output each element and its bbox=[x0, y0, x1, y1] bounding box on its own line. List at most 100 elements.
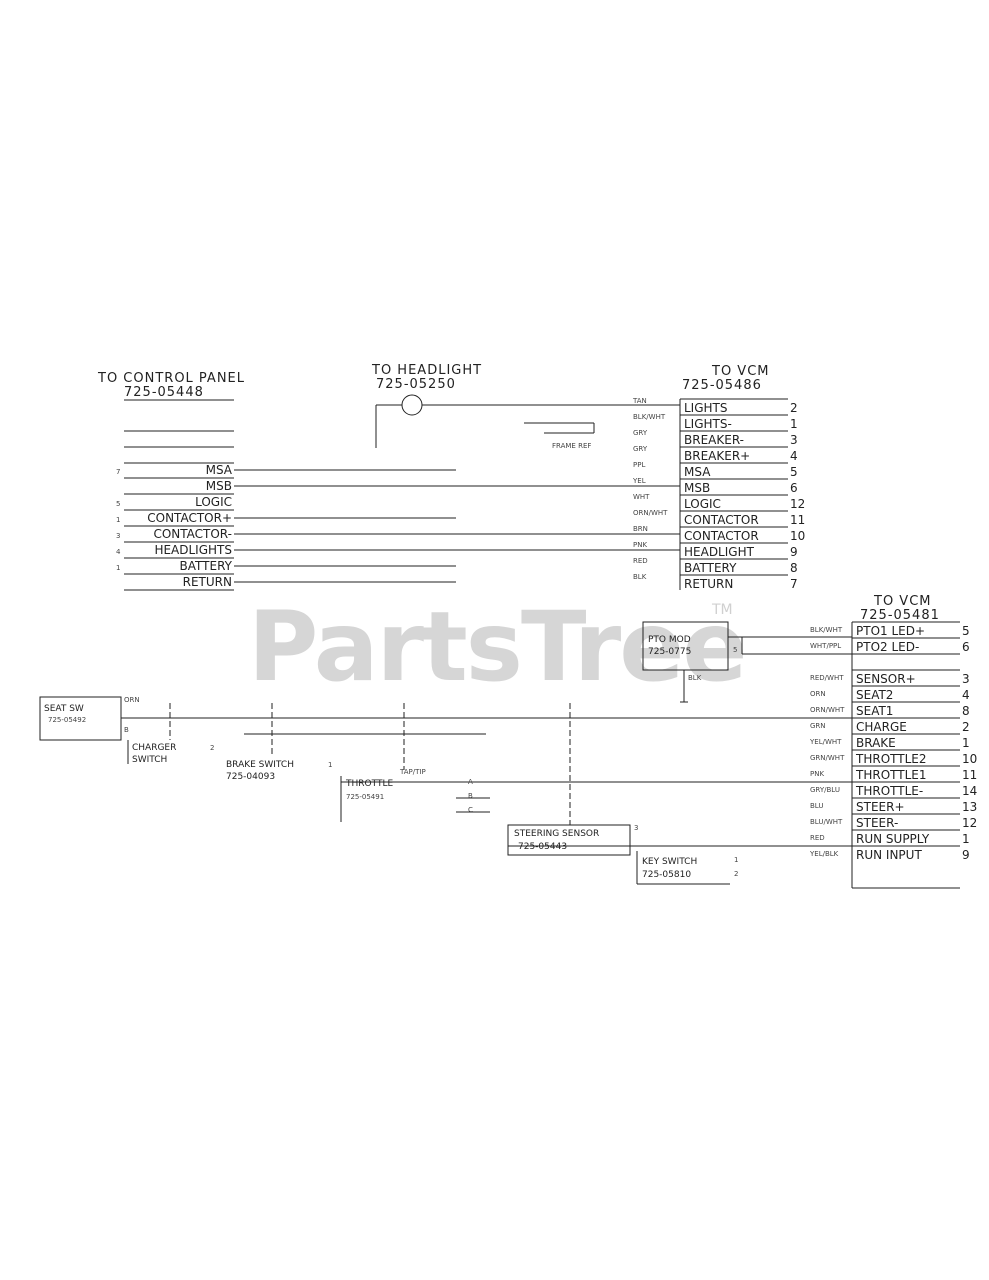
vcm-top-pin-label: MSA bbox=[684, 465, 711, 479]
vcm-top-pin-number: 12 bbox=[790, 497, 805, 511]
key-pin-2: 2 bbox=[734, 870, 738, 878]
throttle-wire-a: A bbox=[468, 778, 473, 786]
control-panel-signal: HEADLIGHTS bbox=[154, 543, 232, 557]
vcm-bottom-pin-number: 3 bbox=[962, 672, 970, 686]
vcm-top-pin-number: 1 bbox=[790, 417, 798, 431]
vcm-top-pin-number: 4 bbox=[790, 449, 798, 463]
vcm-top-pin-number: 2 bbox=[790, 401, 798, 415]
fuse-label: FRAME REF bbox=[552, 442, 591, 450]
vcm-top-wire-color: TAN bbox=[632, 397, 647, 405]
control-panel-pin: 5 bbox=[116, 500, 120, 508]
vcm-bottom-pin-number: 1 bbox=[962, 832, 970, 846]
vcm-bottom-wire-color: BLU bbox=[810, 802, 823, 810]
vcm-top-wire-color: GRY bbox=[633, 445, 648, 453]
vcm-bottom-wire-color: YEL/WHT bbox=[809, 738, 842, 746]
vcm-top-pin-number: 10 bbox=[790, 529, 805, 543]
vcm-top-pin-number: 8 bbox=[790, 561, 798, 575]
vcm-bottom-pin-label: STEER- bbox=[856, 816, 898, 830]
control-panel-pin: 4 bbox=[116, 548, 121, 556]
vcm-top-wire-color: PNK bbox=[633, 541, 647, 549]
vcm-bottom-pin-number: 14 bbox=[962, 784, 977, 798]
vcm-bottom-wire-color: PNK bbox=[810, 770, 824, 778]
headlight-lamp bbox=[401, 394, 423, 416]
tap-lines bbox=[169, 703, 571, 825]
vcm-top-wire-color: BLK bbox=[633, 573, 647, 581]
vcm-bottom-pin-label: SEAT2 bbox=[856, 688, 893, 702]
vcm-top-wire-color: GRY bbox=[633, 429, 648, 437]
throttle-tap: TAP/TIP bbox=[399, 768, 426, 776]
vcm-bottom-pin-label: THROTTLE2 bbox=[855, 752, 927, 766]
steering-sensor: STEERING SENSOR 725-05443 3 bbox=[507, 824, 638, 856]
control-panel-signal: MSB bbox=[206, 479, 232, 493]
control-panel-signal: CONTACTOR+ bbox=[147, 511, 232, 525]
vcm-bottom-wire-color: GRN bbox=[810, 722, 826, 730]
vcm-bottom-pin-number: 2 bbox=[962, 720, 970, 734]
watermark-tm: TM bbox=[711, 602, 733, 618]
vcm-bottom-wire-color: ORN/WHT bbox=[810, 706, 845, 714]
throttle-part: 725-05491 bbox=[346, 793, 384, 801]
steer-title: STEERING SENSOR bbox=[514, 829, 599, 839]
vcm-bottom-wire-color: RED bbox=[810, 834, 825, 842]
vcm-bottom-pin-label: THROTTLE- bbox=[855, 784, 923, 798]
vcm-bottom-pin-number: 8 bbox=[962, 704, 970, 718]
vcm-bottom-pin-label: PTO2 LED- bbox=[856, 640, 919, 654]
control-panel-title: TO CONTROL PANEL bbox=[97, 371, 245, 386]
vcm-top-pin-label: LOGIC bbox=[684, 497, 721, 511]
vcm-top-pin-number: 9 bbox=[790, 545, 798, 559]
vcm-top-pin-label: MSB bbox=[684, 481, 710, 495]
vcm-bottom-wire-color: ORN bbox=[810, 690, 826, 698]
control-panel-signal: LOGIC bbox=[195, 495, 232, 509]
vcm-bottom-pin-label: BRAKE bbox=[856, 736, 896, 750]
vcm-bottom-pin-label: RUN INPUT bbox=[856, 848, 922, 862]
key-part: 725-05810 bbox=[642, 870, 691, 880]
vcm-bottom-title: TO VCM bbox=[873, 594, 932, 609]
key-switch: KEY SWITCH 725-05810 1 2 bbox=[636, 851, 738, 885]
vcm-bottom-pin-label: SEAT1 bbox=[856, 704, 893, 718]
charger-pin: 2 bbox=[210, 744, 214, 752]
control-panel-rows: MSA7MSBLOGIC5CONTACTOR+1CONTACTOR-3HEADL… bbox=[116, 463, 234, 591]
vcm-bottom-wire-color: WHT/PPL bbox=[810, 642, 841, 650]
vcm-top-pin-label: BREAKER+ bbox=[684, 449, 750, 463]
vcm-bottom-pin-number: 4 bbox=[962, 688, 970, 702]
charger-title: CHARGER bbox=[132, 743, 176, 753]
vcm-bottom-pin-label: PTO1 LED+ bbox=[856, 624, 925, 638]
vcm-top-wire-color: BRN bbox=[633, 525, 648, 533]
vcm-top-wire-color: BLK/WHT bbox=[633, 413, 666, 421]
control-panel-connector: TO CONTROL PANEL 725-05448 MSA7MSBLOGIC5… bbox=[97, 371, 245, 591]
vcm-bottom-pin-number: 9 bbox=[962, 848, 970, 862]
charger-switch: CHARGER SWITCH 2 bbox=[127, 740, 214, 765]
vcm-top-pin-number: 7 bbox=[790, 577, 798, 591]
vcm-bottom-part: 725-05481 bbox=[860, 608, 940, 623]
seat-wire-1: ORN bbox=[124, 696, 140, 704]
pto-title: PTO MOD bbox=[648, 635, 691, 645]
brake-part: 725-04093 bbox=[226, 772, 275, 782]
vcm-top-pin-number: 5 bbox=[790, 465, 798, 479]
vcm-bottom-wire-color: RED/WHT bbox=[810, 674, 844, 682]
vcm-top-pin-label: CONTACTOR bbox=[684, 513, 759, 527]
control-panel-part: 725-05448 bbox=[124, 385, 204, 400]
control-panel-signal: BATTERY bbox=[180, 559, 233, 573]
brake-pin: 1 bbox=[328, 761, 332, 769]
seat-switch-title: SEAT SW bbox=[44, 704, 84, 714]
vcm-top-pin-label: RETURN bbox=[684, 577, 733, 591]
vcm-bottom-wire-color: GRN/WHT bbox=[810, 754, 845, 762]
vcm-bottom-pin-label: STEER+ bbox=[856, 800, 905, 814]
vcm-top-pin-label: BREAKER- bbox=[684, 433, 744, 447]
vcm-top-pin-number: 11 bbox=[790, 513, 805, 527]
vcm-bottom-pin-number: 1 bbox=[962, 736, 970, 750]
brake-switch: BRAKE SWITCH 725-04093 1 bbox=[226, 760, 332, 782]
vcm-bottom-wire-color: BLK/WHT bbox=[810, 626, 843, 634]
vcm-bottom-pin-label: CHARGE bbox=[856, 720, 907, 734]
vcm-top-pin-label: LIGHTS- bbox=[684, 417, 732, 431]
control-panel-pin: 1 bbox=[116, 516, 120, 524]
key-pin-1: 1 bbox=[734, 856, 738, 864]
vcm-top-wire-color: RED bbox=[633, 557, 648, 565]
throttle-title: THROTTLE bbox=[345, 779, 393, 789]
steer-pin: 3 bbox=[634, 824, 638, 832]
headlight-title: TO HEADLIGHT bbox=[371, 363, 482, 378]
vcm-bottom-wire-color: GRY/BLU bbox=[810, 786, 840, 794]
